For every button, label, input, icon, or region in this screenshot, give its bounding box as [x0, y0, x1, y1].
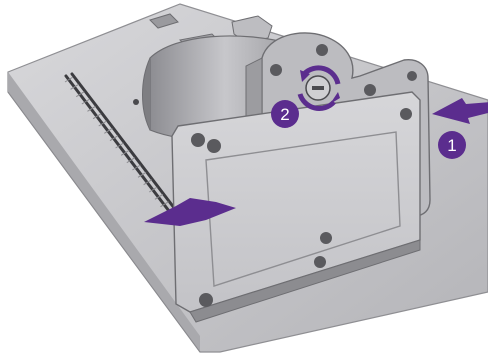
- step-1-badge: 1: [438, 131, 466, 159]
- step-1-label: 1: [447, 136, 456, 155]
- step-2-badge: 2: [271, 100, 299, 128]
- step-2-label: 2: [280, 105, 289, 124]
- thumbscrew: [306, 76, 330, 100]
